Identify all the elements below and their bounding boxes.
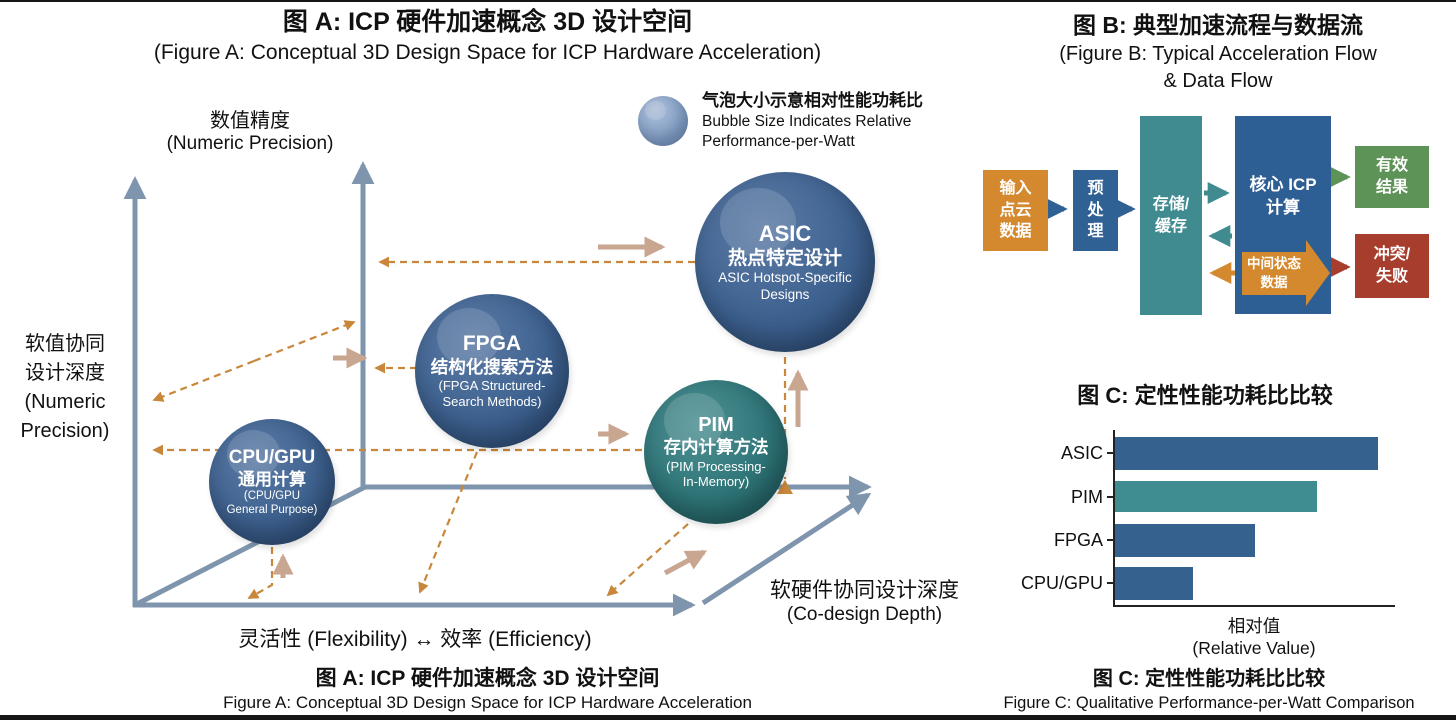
figure-c-caption: 图 C: 定性性能功耗比比较 Figure C: Qualitative Per… (962, 667, 1456, 714)
node-storage-cache: 存储/缓存 (1140, 116, 1202, 315)
depth-axis-label: 软硬件协同设计深度 (Co-design Depth) (752, 574, 977, 626)
bubble-asic: ASIC 热点特定设计 ASIC Hotspot-Specific Design… (695, 172, 875, 352)
bubble-fpga-line3: (FPGA Structured- (438, 378, 546, 394)
bubble-pim-line1: PIM (698, 413, 734, 436)
node-input-label: 输入点云数据 (999, 180, 1032, 241)
bubble-cpu-gpu: CPU/GPU 通用计算 (CPU/GPU General Purpose) (209, 419, 335, 545)
left-axis-line3: (Numeric (24, 391, 106, 413)
bubble-fpga-line4: Search Methods) (442, 394, 542, 409)
node-intermediate-label: 中间状态数据 (1247, 256, 1301, 290)
figure-c-caption-zh: 图 C: 定性性能功耗比比较 (1092, 668, 1326, 690)
bar-label-asic: ASIC (1060, 443, 1103, 463)
figure-c-caption-en: Figure C: Qualitative Performance-per-Wa… (1003, 694, 1415, 712)
figure-b-title: 图 B: 典型加速流程与数据流 (Figure B: Typical Accel… (990, 10, 1446, 95)
legend-text-en2: Performance-per-Watt (702, 133, 855, 151)
figure-c-plot-area (1113, 430, 1395, 607)
node-result-label: 有效结果 (1375, 157, 1408, 196)
figure-b-title-zh: 图 B: 典型加速流程与数据流 (1072, 12, 1364, 38)
bubble-pim-line3: (PIM Processing- (666, 458, 766, 474)
y-axis-label-zh: 数值精度 (210, 110, 290, 132)
figure-a-caption-zh: 图 A: ICP 硬件加速概念 3D 设计空间 (315, 667, 660, 690)
legend-text-en1: Bubble Size Indicates Relative (702, 113, 912, 131)
left-axis-line4: Precision) (20, 420, 110, 442)
bubble-fpga-line1: FPGA (462, 332, 522, 356)
figure-b-title-en2: & Data Flow (1163, 70, 1273, 93)
legend-bubble (638, 96, 688, 146)
bubble-asic-line4: Designs (760, 286, 810, 302)
x-axis-label: 灵活性 (Flexibility) ↔ 效率 (Efficiency) (238, 628, 592, 651)
left-axis-line2: 设计深度 (25, 362, 105, 384)
figure-a-title: 图 A: ICP 硬件加速概念 3D 设计空间 (Figure A: Conce… (5, 6, 970, 66)
figure-c-xlabel-zh: 相对值 (1227, 616, 1281, 636)
bubble-fpga-line2: 结构化搜索方法 (430, 356, 554, 377)
node-core-label: 核心 ICP 计算 (1249, 175, 1317, 217)
node-valid-result: 有效结果 (1355, 146, 1429, 208)
depth-axis-label-zh: 软硬件协同设计深度 (770, 579, 959, 602)
figure-a-title-zh: 图 A: ICP 硬件加速概念 3D 设计空间 (282, 8, 693, 36)
bubble-pim: PIM 存内计算方法 (PIM Processing- In-Memory) (644, 380, 788, 524)
bottom-border-line (0, 715, 1456, 720)
bar-label-fpga: FPGA (1053, 530, 1103, 550)
depth-axis-label-en: (Co-design Depth) (786, 604, 943, 625)
left-axis-line1: 软值协同 (25, 333, 105, 355)
bubble-asic-line1: ASIC (758, 221, 812, 247)
node-conflict-fail: 冲突/失败 (1355, 234, 1429, 298)
figure-a-caption-en: Figure A: Conceptual 3D Design Space for… (223, 693, 752, 713)
bubble-size-legend: 气泡大小示意相对性能功耗比 Bubble Size Indicates Rela… (702, 90, 972, 152)
bubble-asic-line3: ASIC Hotspot-Specific (718, 270, 852, 286)
y-axis-label-en: (Numeric Precision) (166, 133, 334, 154)
top-border-line (0, 0, 1456, 2)
y-axis-label: 数值精度 (Numeric Precision) (140, 104, 360, 155)
figure-a-caption: 图 A: ICP 硬件加速概念 3D 设计空间 Figure A: Concep… (5, 666, 970, 715)
left-axis-label: 软值协同 设计深度 (Numeric Precision) (6, 330, 124, 446)
intermediate-arrow-head (1306, 240, 1330, 306)
bar-asic (1115, 437, 1379, 470)
legend-text-zh: 气泡大小示意相对性能功耗比 (702, 91, 923, 110)
bar-fpga (1115, 524, 1255, 557)
figure-c-xaxis-label: 相对值 (Relative Value) (1113, 613, 1395, 659)
bubble-cpu-line2: 通用计算 (238, 469, 306, 489)
bubble-fpga: FPGA 结构化搜索方法 (FPGA Structured- Search Me… (415, 294, 569, 448)
figure-a-title-en: (Figure A: Conceptual 3D Design Space fo… (153, 40, 822, 64)
figure-b-title-en1: (Figure B: Typical Acceleration Flow (1059, 43, 1377, 66)
bar-pim (1115, 481, 1317, 512)
node-intermediate-state: 中间状态数据 (1242, 252, 1306, 295)
bubble-pim-line4: In-Memory) (682, 474, 750, 490)
node-storage-label: 存储/缓存 (1152, 195, 1190, 235)
figure-c-title: 图 C: 定性性能功耗比比较 (1077, 383, 1333, 408)
bar-cpu-gpu (1115, 567, 1194, 600)
node-fail-label: 冲突/失败 (1373, 246, 1411, 285)
bar-label-pim: PIM (1070, 487, 1103, 507)
bubble-cpu-line3: (CPU/GPU (243, 489, 301, 502)
node-input-point-cloud: 输入点云数据 (983, 170, 1048, 251)
bar-label-cpu-gpu: CPU/GPU (1020, 573, 1103, 593)
node-preprocess: 预处理 (1073, 170, 1118, 251)
node-preprocess-label: 预处理 (1087, 180, 1104, 241)
bubble-cpu-line4: General Purpose) (226, 503, 318, 516)
bubble-cpu-line1: CPU/GPU (228, 446, 316, 468)
bubble-asic-line2: 热点特定设计 (727, 247, 842, 269)
bubble-pim-line2: 存内计算方法 (663, 436, 769, 457)
figure-c-xlabel-en: (Relative Value) (1192, 638, 1316, 658)
